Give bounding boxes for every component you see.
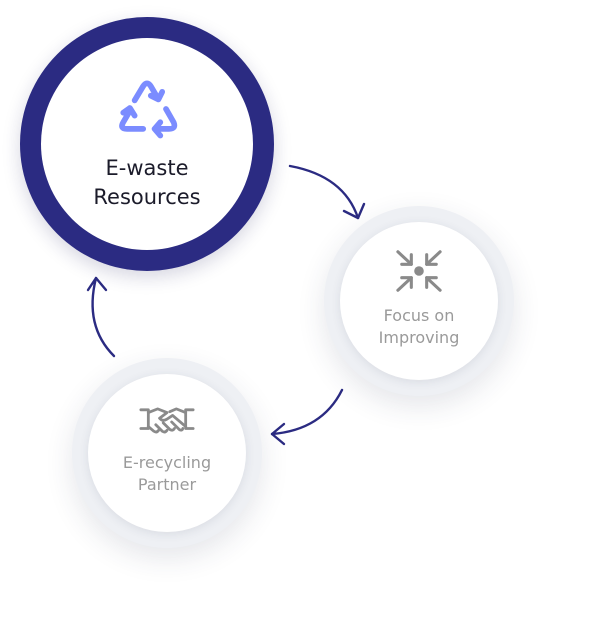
node-label: E-waste Resources [93,156,201,209]
node-inner: Focus on Improving [340,222,498,380]
focus-arrows-icon [396,250,442,292]
arrow-to-focus [288,164,360,220]
arrowhead-to-focus [342,202,366,220]
node-label: Focus on Improving [378,306,460,347]
node-inner: E-recycling Partner [88,374,246,532]
node-e-recycling-partner[interactable]: E-recycling Partner [72,358,262,548]
arrowhead-to-partner [270,422,286,446]
arrowhead-to-main [86,276,108,292]
node-label: E-recycling Partner [122,453,212,494]
node-focus-on-improving[interactable]: Focus on Improving [324,206,514,396]
handshake-icon [139,407,195,434]
node-e-waste-resources[interactable]: E-waste Resources [20,17,274,271]
node-inner: E-waste Resources [41,38,253,250]
arrow-to-main [91,276,116,358]
arrow-to-partner [270,388,344,436]
recycle-icon [119,80,178,139]
